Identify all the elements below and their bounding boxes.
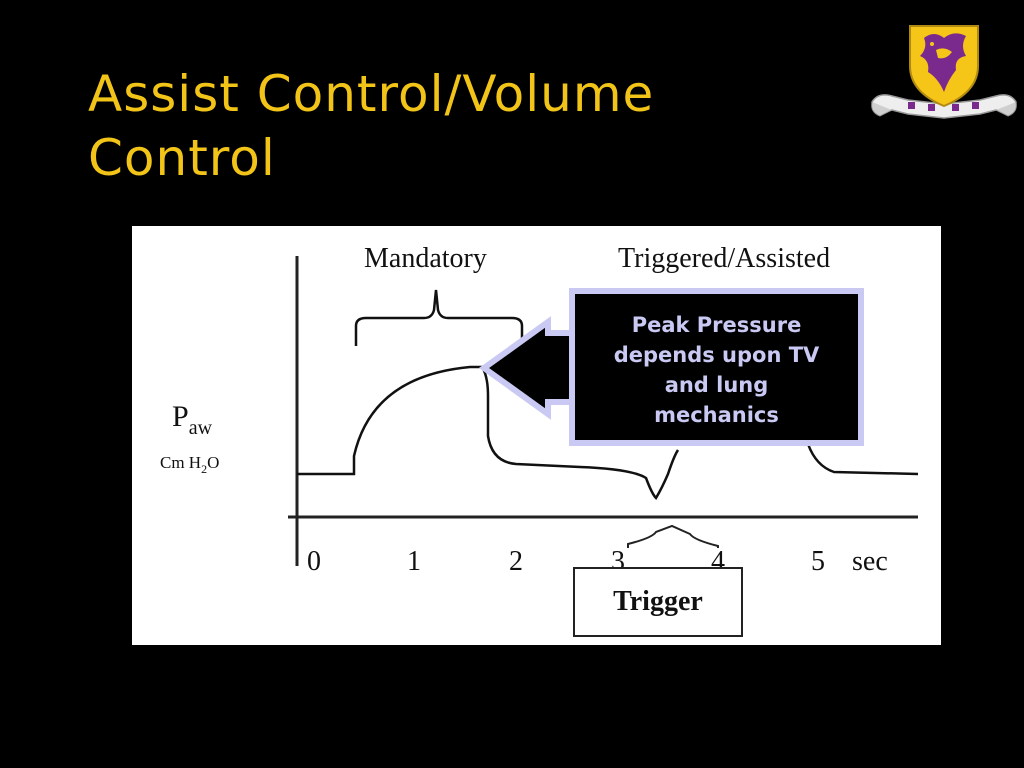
slide-title: Assist Control/Volume Control: [88, 65, 655, 187]
label-triggered-assisted: Triggered/Assisted: [618, 243, 830, 274]
trigger-box: [573, 567, 743, 637]
label-mandatory: Mandatory: [364, 243, 487, 274]
callout-line: depends upon TV: [613, 343, 820, 367]
pressure-waveform-tail: [806, 443, 919, 476]
y-axis-label: Paw: [172, 400, 213, 439]
mandatory-brace: [354, 289, 524, 346]
x-tick-label: 1: [407, 546, 421, 577]
callout-line: mechanics: [654, 403, 779, 427]
x-axis-unit: sec: [852, 546, 888, 577]
y-axis-unit: Cm H2O: [160, 453, 219, 476]
peak-pressure-callout: Peak Pressure depends upon TV and lung m…: [569, 288, 864, 446]
pressure-waveform: [297, 365, 680, 501]
x-tick-label: 5: [811, 546, 825, 577]
trigger-label: Trigger: [613, 586, 703, 617]
callout-arrow: [478, 316, 578, 420]
callout-text: Peak Pressure depends upon TV and lung m…: [581, 310, 852, 430]
x-tick-label: 2: [509, 546, 523, 577]
university-crest-icon: [868, 22, 1020, 126]
x-tick-label: 0: [307, 546, 321, 577]
callout-line: Peak Pressure: [631, 313, 802, 337]
trigger-pointer: [627, 524, 719, 548]
callout-line: and lung: [664, 373, 769, 397]
